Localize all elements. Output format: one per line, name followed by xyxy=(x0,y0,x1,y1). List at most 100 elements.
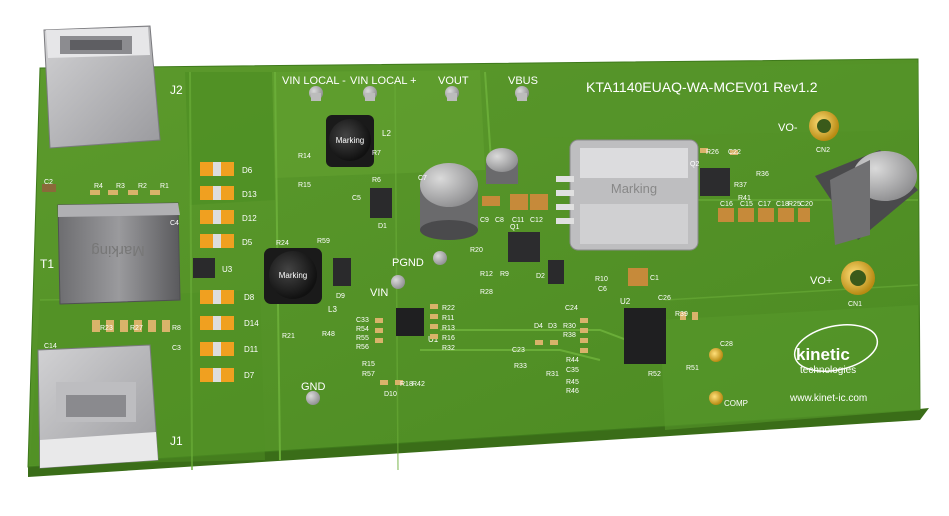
refdes-u3: U3 xyxy=(222,265,233,274)
refdes-d10: D10 xyxy=(384,391,397,398)
label-j1: J1 xyxy=(170,434,183,448)
test-points-top: VIN LOCAL - VIN LOCAL + VOUT VBUS xyxy=(282,75,538,101)
refdes-r22: R22 xyxy=(442,305,455,312)
refdes-c2: C2 xyxy=(44,179,53,186)
refdes-r41: R41 xyxy=(738,195,751,202)
inductor-l2: Marking L2 xyxy=(326,115,391,167)
refdes-c3: C3 xyxy=(172,345,181,352)
label-vo-minus: VO- xyxy=(778,122,798,134)
transformer-t1: Marking T1 xyxy=(40,202,181,305)
refdes-r56: R56 xyxy=(356,344,369,351)
refdes-c7: C7 xyxy=(418,175,427,182)
refdes-r14: R14 xyxy=(298,153,311,160)
tp-vout: VOUT xyxy=(438,75,469,87)
capacitor-row-right xyxy=(718,208,810,222)
kinetic-logo: kinetic technologies xyxy=(793,324,879,376)
tp-pgnd: PGND xyxy=(392,257,424,269)
refdes-c33: C33 xyxy=(356,317,369,324)
capacitor-c7 xyxy=(420,163,478,240)
refdes-r21: R21 xyxy=(282,333,295,340)
diode-d9 xyxy=(333,258,351,286)
refdes-r15b: R15 xyxy=(362,361,375,368)
label-t1: T1 xyxy=(40,257,54,271)
refdes-r13: R13 xyxy=(442,325,455,332)
refdes-u1: U1 xyxy=(428,335,439,344)
refdes-r8: R8 xyxy=(172,325,181,332)
refdes-d12: D12 xyxy=(242,214,257,223)
refdes-r44: R44 xyxy=(566,357,579,364)
refdes-r39: R39 xyxy=(675,311,688,318)
refdes-c20: C20 xyxy=(800,201,813,208)
refdes-r1: R1 xyxy=(160,183,169,190)
refdes-r51: R51 xyxy=(686,365,699,372)
refdes-r48: R48 xyxy=(322,331,335,338)
refdes-r55: R55 xyxy=(356,335,369,342)
board-title: KTA1140EUAQ-WA-MCEV01 Rev1.2 xyxy=(586,79,818,95)
inductor-main: Marking xyxy=(556,139,699,251)
refdes-r42: R42 xyxy=(412,381,425,388)
capacitor-c1 xyxy=(628,268,648,286)
refdes-c6: C6 xyxy=(598,286,607,293)
refdes-c15: C15 xyxy=(740,201,753,208)
refdes-r45: R45 xyxy=(566,379,579,386)
refdes-d4: D4 xyxy=(534,323,543,330)
connector-j1: J1 xyxy=(37,344,183,469)
label-cn1: CN1 xyxy=(848,301,862,308)
refdes-d14: D14 xyxy=(244,319,259,328)
diode-d1 xyxy=(370,188,392,218)
tp-vin-local-plus: VIN LOCAL + xyxy=(350,75,417,87)
refdes-d11: D11 xyxy=(244,345,259,354)
refdes-c18: C18 xyxy=(776,201,789,208)
refdes-r38: R38 xyxy=(563,332,576,339)
inductor-l3: Marking L3 xyxy=(264,248,337,314)
capacitor-c-small xyxy=(486,148,518,184)
refdes-r57: R57 xyxy=(362,371,375,378)
resistor-cluster xyxy=(375,148,738,385)
refdes-c4: C4 xyxy=(170,220,179,227)
tp-gnd: GND xyxy=(301,381,326,393)
capacitor-output xyxy=(815,150,918,245)
refdes-c23: C23 xyxy=(512,347,525,354)
diode-d2 xyxy=(548,260,564,284)
refdes-d8: D8 xyxy=(244,293,255,302)
website: www.kinet-ic.com xyxy=(789,393,867,404)
refdes-r27: R27 xyxy=(130,325,143,332)
refdes-r59: R59 xyxy=(317,238,330,245)
refdes-c14: C14 xyxy=(44,343,57,350)
refdes-r10: R10 xyxy=(595,276,608,283)
refdes-r15: R15 xyxy=(298,182,311,189)
refdes-r23: R23 xyxy=(100,325,113,332)
refdes-r16: R16 xyxy=(442,335,455,342)
refdes-c12: C12 xyxy=(530,217,543,224)
tp-vin-local-minus: VIN LOCAL - xyxy=(282,75,346,87)
refdes-r52: R52 xyxy=(648,371,661,378)
label-cn2: CN2 xyxy=(816,147,830,154)
refdes-r7: R7 xyxy=(372,150,381,157)
test-points-mid: PGND VIN GND xyxy=(301,251,447,405)
refdes-r37: R37 xyxy=(734,182,747,189)
refdes-c9: C9 xyxy=(480,217,489,224)
refdes-r32: R32 xyxy=(442,345,455,352)
refdes-d9: D9 xyxy=(336,293,345,300)
ic-u2 xyxy=(624,308,666,364)
refdes-r46: R46 xyxy=(566,388,579,395)
ic-u1 xyxy=(396,308,424,336)
refdes-r4: R4 xyxy=(94,183,103,190)
refdes-c35: C35 xyxy=(566,367,579,374)
label-j2: J2 xyxy=(170,83,183,97)
tp-vbus: VBUS xyxy=(508,75,538,87)
refdes-u2: U2 xyxy=(620,297,631,306)
refdes-d6: D6 xyxy=(242,166,253,175)
refdes-l2: L2 xyxy=(382,129,391,138)
passives-row xyxy=(42,184,170,332)
ic-u3 xyxy=(193,258,215,278)
main-marking: Marking xyxy=(611,181,657,196)
refdes-c5: C5 xyxy=(352,195,361,202)
connector-j2: J2 xyxy=(43,25,183,149)
refdes-r28: R28 xyxy=(480,289,493,296)
logo-line2: technologies xyxy=(800,365,856,376)
terminal-vo-minus: VO- CN2 xyxy=(778,111,839,154)
refdes-labels: R14 R15 C5 R7 R6 D1 C7 C9 C8 C11 C12 Q1 … xyxy=(44,149,813,398)
t1-marking: Marking xyxy=(91,242,144,259)
refdes-r24: R24 xyxy=(276,240,289,247)
